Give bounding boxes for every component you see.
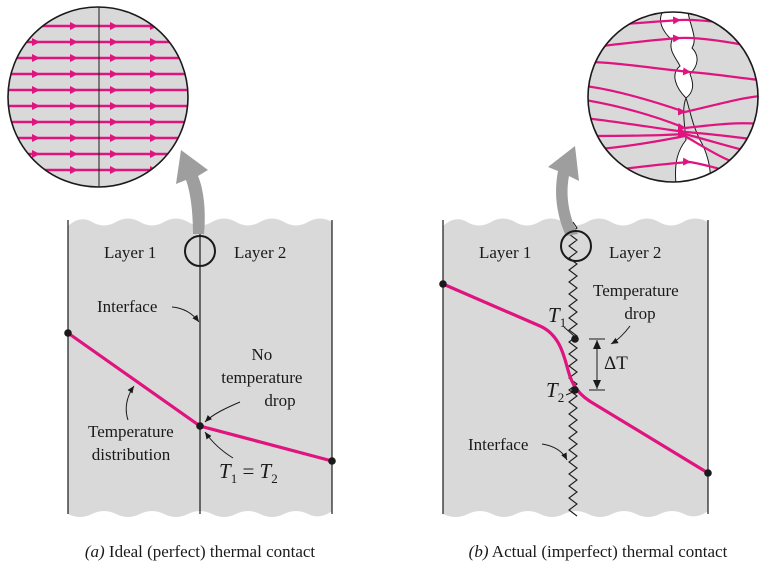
delta-t-arrow-down	[593, 380, 601, 389]
heat-flow-arrowhead	[70, 70, 78, 78]
heat-flow-arrowhead	[32, 166, 40, 174]
interface-line-b	[568, 221, 578, 517]
t1-t2-pointer	[204, 431, 234, 459]
interface-pointer-a	[171, 306, 200, 323]
heat-flow-curve	[588, 34, 758, 50]
heat-flow-arrowhead	[110, 86, 118, 94]
heat-flow-curve	[588, 84, 758, 116]
interface-pointer-b	[541, 443, 568, 461]
no-drop-pointer	[204, 401, 241, 423]
heat-flow-arrowhead	[32, 134, 40, 142]
heat-flow-arrowhead	[32, 118, 40, 126]
heat-flow-arrowhead	[150, 118, 158, 126]
heat-flow-arrowhead	[150, 38, 158, 46]
heat-flow-arrowhead	[70, 166, 78, 174]
heat-flow-arrowhead	[70, 22, 78, 30]
t2-point	[571, 386, 579, 394]
heat-flow-curve	[588, 60, 758, 82]
endpoint-a-left	[64, 329, 72, 337]
layer2-label-b: Layer 2	[609, 243, 661, 262]
interface-label-b: Interface	[468, 435, 528, 454]
temperature-distribution-label: Temperature distribution	[88, 422, 178, 464]
t1-point	[571, 335, 579, 343]
heat-flow-arrowhead	[32, 102, 40, 110]
temp-distribution-pointer	[125, 385, 135, 421]
panel-b: Layer 1 Layer 2 Temperature drop ΔT T1 T…	[439, 11, 759, 561]
heat-flow-arrowhead	[70, 118, 78, 126]
endpoint-b-right	[704, 469, 712, 477]
t1-leader	[563, 326, 575, 337]
zoom-spot-a	[184, 235, 216, 267]
heat-flow-arrowhead	[110, 166, 118, 174]
heat-flow-arrowhead	[70, 54, 78, 62]
heat-flow-arrowhead	[150, 102, 158, 110]
t1-equals-t2-label: T1 = T2	[219, 459, 278, 486]
heat-flow-arrowhead	[110, 118, 118, 126]
heat-flow-arrowhead	[32, 54, 40, 62]
magnified-view-a	[7, 6, 189, 188]
heat-flow-arrowhead	[110, 70, 118, 78]
t2-leader	[565, 391, 574, 396]
heat-flow-arrowhead	[32, 150, 40, 158]
caption-a: (a) Ideal (perfect) thermal contact	[85, 542, 316, 561]
zoom-spot-b	[560, 230, 592, 262]
heat-flow-arrowhead	[110, 54, 118, 62]
layer1-label-a: Layer 1	[104, 243, 156, 262]
no-temp-drop-label: No temperature drop	[221, 345, 306, 410]
t1-label: T1	[548, 303, 566, 330]
heat-flow-arrowhead	[110, 38, 118, 46]
contact-gap-upper	[660, 12, 697, 98]
interface-label-a: Interface	[97, 297, 157, 316]
t2-label: T2	[546, 378, 564, 405]
heat-flow-arrowhead	[110, 134, 118, 142]
heat-flow-arrowhead	[32, 70, 40, 78]
layer1-label-b: Layer 1	[479, 243, 531, 262]
heat-flow-arrowhead	[70, 86, 78, 94]
interface-point-a	[196, 422, 204, 430]
rough-surface-right	[685, 12, 711, 182]
temp-drop-pointer	[610, 325, 631, 345]
heat-flow-arrowhead	[32, 86, 40, 94]
heat-flow-arrowhead	[110, 150, 118, 158]
zoom-arrow-b	[548, 146, 579, 236]
heat-flow-arrowhead	[150, 54, 158, 62]
temperature-drop-label: Temperature drop	[593, 281, 683, 323]
panel-a: Layer 1 Layer 2 Interface No temperature…	[7, 6, 336, 561]
caption-b: (b) Actual (imperfect) thermal contact	[469, 542, 728, 561]
zoom-arrow-a	[176, 150, 208, 234]
heat-flow-arrowhead	[70, 102, 78, 110]
heat-flow-arrowhead	[70, 38, 78, 46]
heat-flow-arrowhead	[70, 150, 78, 158]
temperature-profile-b	[442, 282, 709, 475]
heat-flow-arrowhead	[150, 70, 158, 78]
heat-flow-arrowhead	[150, 150, 158, 158]
endpoint-b-left	[439, 280, 447, 288]
heat-flow-arrowhead	[32, 38, 40, 46]
magnified-view-b	[587, 11, 759, 183]
heat-flow-arrowhead	[150, 134, 158, 142]
heat-flow-arrowhead	[110, 22, 118, 30]
heat-flow-arrowhead	[150, 86, 158, 94]
heat-flow-arrowhead	[110, 102, 118, 110]
slab-b	[443, 218, 708, 517]
delta-t-label: ΔT	[604, 353, 628, 374]
heat-flow-arrowhead	[70, 134, 78, 142]
delta-t-arrow-up	[593, 340, 601, 349]
layer2-label-a: Layer 2	[234, 243, 286, 262]
endpoint-a-right	[328, 457, 336, 465]
